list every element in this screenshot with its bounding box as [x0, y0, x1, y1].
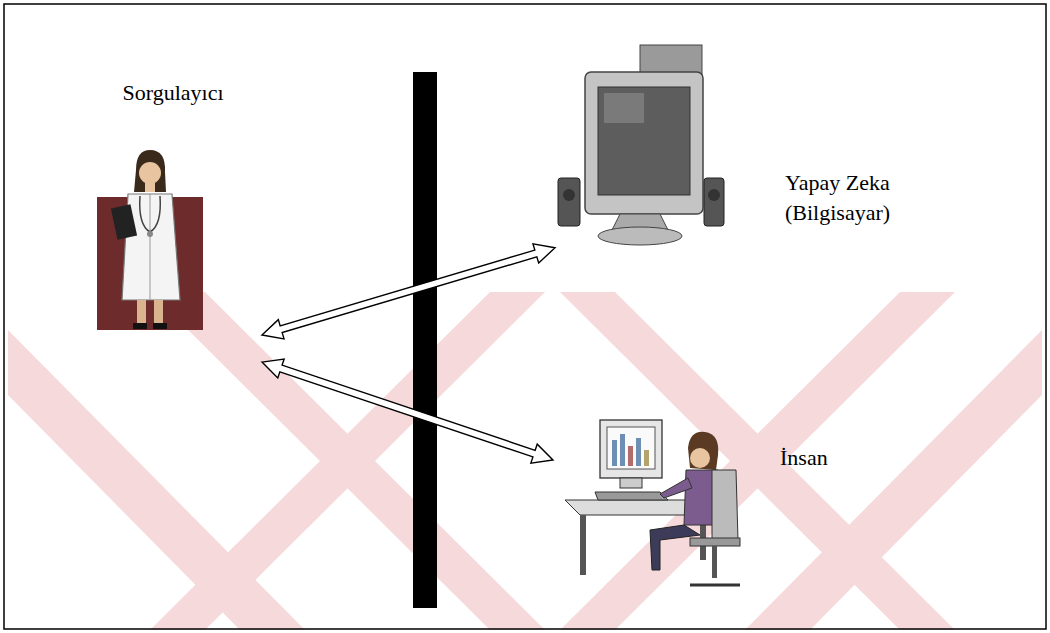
node-label: İnsan: [780, 443, 828, 473]
computer-illustration: [558, 45, 724, 245]
interrogator-figure: [97, 150, 203, 330]
node-label: Yapay Zeka (Bilgisayar): [785, 168, 935, 228]
computer-node: Yapay Zeka (Bilgisayar): [555, 40, 943, 252]
interrogator-node: Sorgulayıcı: [84, 78, 262, 373]
human-node: İnsan: [553, 415, 860, 595]
node-label: Sorgulayıcı: [84, 78, 262, 108]
double-arrow: [262, 359, 553, 463]
wall-bar: [413, 72, 437, 608]
watermark: [8, 292, 1042, 630]
human-illustration: [565, 420, 740, 585]
frame: [4, 4, 1046, 629]
double-arrow: [262, 244, 555, 339]
